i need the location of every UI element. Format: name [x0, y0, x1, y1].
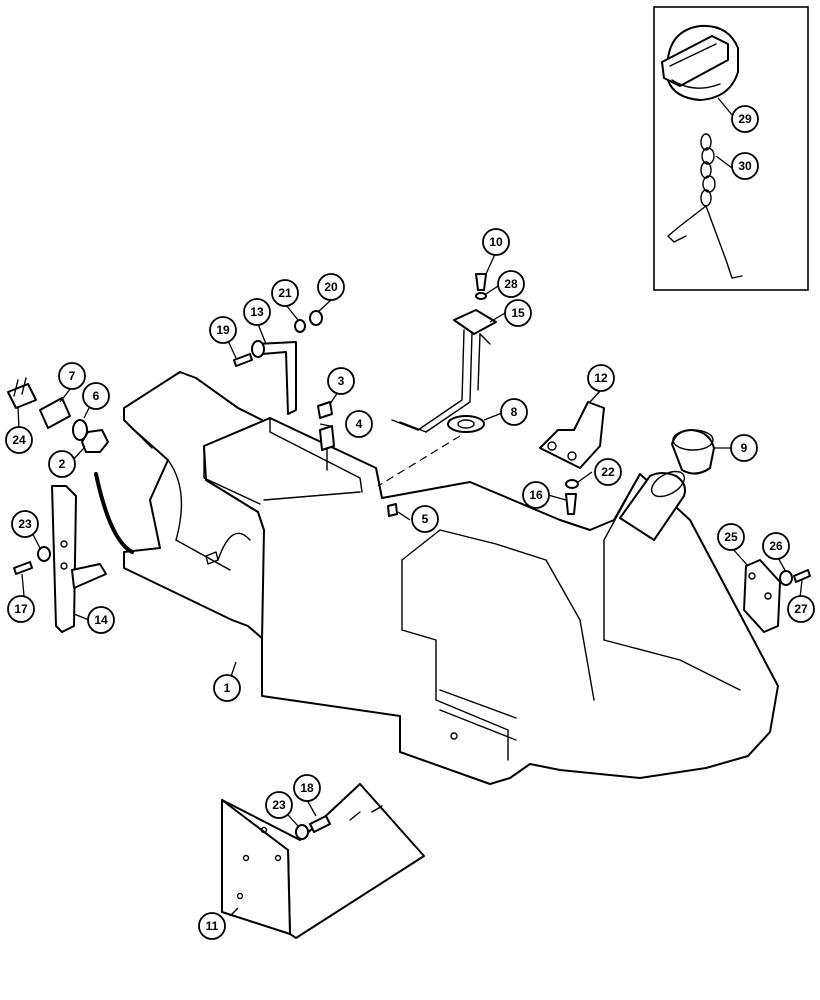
sensor-24	[7, 377, 37, 409]
svg-text:2: 2	[59, 457, 66, 471]
callout-7: 7	[58, 362, 86, 390]
svg-text:3: 3	[338, 374, 345, 388]
callout-3: 3	[327, 367, 355, 395]
callout-4: 4	[345, 410, 373, 438]
washer-21	[294, 319, 306, 333]
plug-5	[387, 503, 398, 517]
callout-21: 21	[271, 279, 299, 307]
svg-text:6: 6	[93, 389, 100, 403]
svg-text:29: 29	[738, 112, 752, 126]
grommet-4	[319, 425, 335, 471]
washer-26	[779, 570, 793, 586]
callout-20: 20	[317, 273, 345, 301]
inset-panel	[653, 6, 809, 291]
fitting-3	[317, 401, 333, 419]
svg-text:17: 17	[14, 602, 28, 616]
filler-cap-inset	[661, 24, 739, 101]
callout-24: 24	[5, 426, 33, 454]
svg-text:25: 25	[724, 530, 738, 544]
svg-text:5: 5	[422, 512, 429, 526]
plate-25	[743, 559, 781, 633]
washer-28	[475, 292, 487, 300]
callout-15: 15	[504, 299, 532, 327]
bolt-10	[475, 273, 487, 291]
svg-text:30: 30	[738, 159, 752, 173]
callout-5: 5	[411, 505, 439, 533]
svg-text:12: 12	[594, 371, 608, 385]
filler-neck	[619, 470, 686, 541]
callout-22: 22	[594, 458, 622, 486]
callout-10: 10	[482, 228, 510, 256]
callout-23-left: 23	[11, 510, 39, 538]
svg-text:18: 18	[300, 781, 314, 795]
svg-text:23: 23	[272, 798, 286, 812]
guard-plate-11	[221, 783, 425, 939]
callout-11: 11	[198, 912, 226, 940]
nut-2	[81, 429, 109, 453]
svg-text:14: 14	[94, 613, 108, 627]
callout-18: 18	[293, 774, 321, 802]
svg-text:1: 1	[224, 681, 231, 695]
washer-23-upper	[37, 546, 51, 562]
callout-17: 17	[7, 595, 35, 623]
svg-text:11: 11	[206, 919, 219, 933]
svg-text:28: 28	[504, 277, 518, 291]
svg-text:27: 27	[794, 602, 808, 616]
callout-25: 25	[717, 523, 745, 551]
svg-text:19: 19	[216, 323, 230, 337]
svg-text:24: 24	[12, 433, 26, 447]
callout-27: 27	[787, 595, 815, 623]
washer-22	[565, 479, 579, 489]
callout-26: 26	[762, 532, 790, 560]
callout-28: 28	[497, 270, 525, 298]
callout-19: 19	[209, 316, 237, 344]
breather-cap	[671, 429, 715, 475]
sender-guide-line	[377, 435, 461, 487]
bolt-17	[13, 561, 33, 575]
svg-text:26: 26	[769, 539, 783, 553]
callout-9: 9	[730, 434, 758, 462]
adapter-7	[39, 397, 71, 429]
callout-29: 29	[731, 105, 759, 133]
sender-gasket	[447, 415, 485, 433]
svg-text:21: 21	[278, 286, 292, 300]
callout-23-lower: 23	[265, 791, 293, 819]
svg-text:13: 13	[250, 305, 264, 319]
fuel-sender	[391, 309, 497, 433]
callout-13: 13	[243, 298, 271, 326]
chain-inset	[667, 133, 743, 279]
bracket-12	[539, 401, 605, 469]
svg-text:4: 4	[356, 417, 363, 431]
svg-text:15: 15	[511, 306, 525, 320]
nut-20	[309, 310, 323, 326]
washer-23-lower	[295, 824, 309, 840]
bolt-19	[233, 353, 253, 367]
callout-30: 30	[731, 152, 759, 180]
callout-1: 1	[213, 674, 241, 702]
callout-16: 16	[522, 481, 550, 509]
bolt-18	[309, 815, 331, 833]
callout-12: 12	[587, 364, 615, 392]
svg-text:8: 8	[511, 405, 518, 419]
svg-text:22: 22	[601, 465, 615, 479]
callout-6: 6	[82, 382, 110, 410]
svg-text:20: 20	[324, 280, 338, 294]
callout-2: 2	[48, 450, 76, 478]
bolt-27	[793, 569, 811, 583]
callout-14: 14	[87, 606, 115, 634]
svg-text:23: 23	[18, 517, 32, 531]
callout-8: 8	[500, 398, 528, 426]
strap	[94, 472, 134, 554]
svg-text:10: 10	[489, 235, 503, 249]
svg-text:7: 7	[69, 369, 76, 383]
o-ring-6	[72, 419, 88, 441]
bracket-14	[51, 485, 107, 633]
bracket-13	[251, 340, 297, 415]
bolt-16	[565, 493, 577, 515]
svg-text:9: 9	[741, 441, 748, 455]
svg-text:16: 16	[529, 488, 543, 502]
